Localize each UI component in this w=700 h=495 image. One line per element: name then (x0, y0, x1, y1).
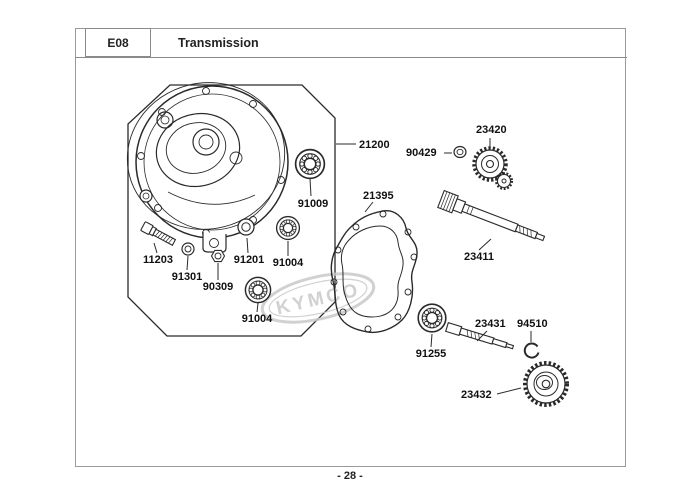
cover-drawing (126, 82, 289, 253)
part-label-91201: 91201 (234, 254, 265, 266)
part-label-21200: 21200 (359, 139, 390, 151)
kymco-watermark: KYMCO (260, 272, 376, 324)
page-title: Transmission (178, 35, 259, 50)
bearing-91009-drawing (294, 148, 326, 180)
bolt-11203-drawing (140, 221, 177, 247)
part-label-23431: 23431 (475, 318, 506, 330)
bearing-91004-lower-drawing (244, 276, 272, 304)
part-label-91255: 91255 (416, 348, 447, 360)
leader-lines (153, 138, 532, 395)
header-code-box: E08 (85, 28, 151, 57)
header-divider (75, 57, 627, 58)
shaft-23411-drawing (437, 189, 546, 242)
part-label-94510: 94510 (517, 318, 548, 330)
cover-group-outline (127, 84, 336, 337)
part-label-23420: 23420 (476, 124, 507, 136)
section-code: E08 (107, 35, 129, 50)
bearing-91255-drawing (417, 303, 447, 333)
part-label-23411: 23411 (464, 251, 494, 263)
part-label-91009: 91009 (298, 198, 329, 210)
gasket-21395-drawing (330, 210, 418, 334)
part-label-21395: 21395 (363, 190, 394, 202)
gear-23432-drawing (523, 361, 569, 407)
part-label-11203: 11203 (143, 254, 173, 266)
page-border (75, 28, 626, 467)
page-number: - 28 - (337, 470, 363, 482)
part-label-91301: 91301 (172, 271, 203, 283)
part-labels: 21200 90429 23420 91009 21395 23411 1120… (143, 124, 548, 401)
part-label-23432: 23432 (461, 389, 492, 401)
part-label-90429: 90429 (406, 147, 437, 159)
part-label-90309: 90309 (203, 281, 234, 293)
nut-90309-drawing (210, 249, 226, 263)
bushing-91201-drawing (237, 218, 255, 236)
part-label-91004-lower: 91004 (242, 313, 273, 325)
part-label-91004-upper: 91004 (273, 257, 304, 269)
bearing-91004-upper-drawing (275, 215, 301, 241)
shaft-23431-drawing (444, 322, 515, 350)
washer-90429-drawing (453, 145, 467, 159)
washer-91301-drawing (181, 242, 195, 256)
gear-23420-drawing (472, 146, 513, 190)
circlip-94510-drawing (523, 342, 540, 359)
